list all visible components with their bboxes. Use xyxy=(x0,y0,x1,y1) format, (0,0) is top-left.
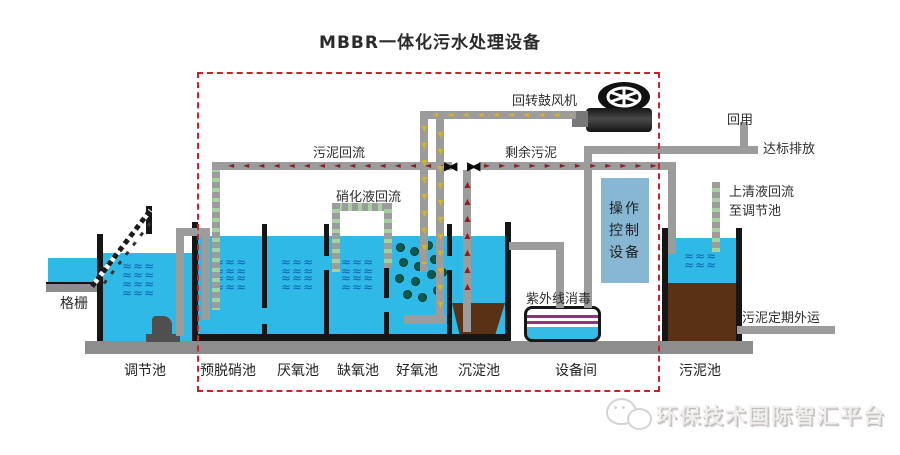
nitrified-return-right-leg xyxy=(384,203,392,268)
mbbr-media-icon xyxy=(403,290,412,299)
mbbr-media-icon xyxy=(396,243,405,252)
clarifier-outlet-pipe xyxy=(509,242,564,250)
lift-pump-base xyxy=(146,334,180,342)
inlet-channel-water xyxy=(48,258,98,282)
divider-1-lower xyxy=(262,324,267,334)
divider-4-lower xyxy=(447,270,452,334)
nitrified-return-label: 硝化液回流 xyxy=(336,190,402,205)
diagram-title: MBBR一体化污水处理设备 xyxy=(319,33,541,53)
basin-floor xyxy=(192,334,511,341)
nitrified-return-left-leg xyxy=(332,203,340,272)
supernatant-return-pipe xyxy=(712,182,720,252)
eq-tank-left-wall xyxy=(97,234,103,341)
mbbr-media-icon xyxy=(399,258,408,267)
reuse-label: 回用 xyxy=(727,113,754,128)
divider-4-upper xyxy=(447,224,452,256)
discharge-pipe xyxy=(584,146,758,154)
tank-label-equipment-room: 设备间 xyxy=(555,363,597,379)
mbbr-media-icon xyxy=(418,293,427,302)
sludge-return-pipe xyxy=(212,162,452,170)
air-header-pipe xyxy=(420,111,576,119)
blower-fan-icon xyxy=(596,80,652,116)
uv-outlet-riser-pipe xyxy=(584,152,592,308)
control-cabinet-text: 控制 xyxy=(609,222,641,239)
watermark-text: 环保技术国际智汇平台 xyxy=(656,404,886,428)
blower-body xyxy=(586,108,652,132)
air-diffuser-icon xyxy=(404,315,446,324)
uv-disinfection-unit xyxy=(524,306,601,342)
wave-icon xyxy=(122,280,155,298)
tank-label-anoxic: 缺氧池 xyxy=(337,363,379,379)
discharge-label: 达标排放 xyxy=(763,142,816,157)
pump-riser-pipe xyxy=(176,230,184,336)
excess-sludge-pipe xyxy=(479,162,676,170)
sludge-return-drop-pipe xyxy=(212,162,220,310)
sludge-return-label: 污泥回流 xyxy=(313,146,366,161)
control-cabinet-text: 设备 xyxy=(609,244,641,261)
uv-label: 紫外线消毒 xyxy=(526,292,592,307)
sludge-haul-pipe xyxy=(737,326,835,334)
wave-icon xyxy=(341,274,374,292)
blower-label: 回转鼓风机 xyxy=(512,94,578,109)
supernatant-label-1: 上清液回流 xyxy=(729,185,795,200)
air-drop-pipe-1 xyxy=(420,111,428,272)
divider-2-upper xyxy=(324,224,329,256)
lift-pump-icon xyxy=(152,316,172,334)
wave-icon xyxy=(684,252,717,270)
mbbr-media-icon xyxy=(395,274,404,283)
control-cabinet-text: 操作 xyxy=(609,200,641,217)
inlet-channel-sill xyxy=(46,282,100,292)
ground-slab xyxy=(85,341,753,354)
mbbr-media-icon xyxy=(411,277,420,286)
divider-1-upper xyxy=(262,224,267,308)
bowtie-valve-icon xyxy=(444,160,452,172)
mbbr-media-icon xyxy=(427,270,436,279)
wave-icon xyxy=(281,274,314,292)
sludge-tank-right-wall xyxy=(736,228,742,341)
pump-crossover-pipe xyxy=(176,228,210,236)
excess-sludge-label: 剩余污泥 xyxy=(505,146,558,161)
blower-nozzle xyxy=(572,111,588,127)
nitrified-return-top-pipe xyxy=(332,203,392,211)
reuse-branch-pipe xyxy=(740,122,748,150)
tank-label-equalization: 调节池 xyxy=(124,363,166,379)
tank-label-sludge-tank: 污泥池 xyxy=(679,363,721,379)
uv-inlet-drop-pipe xyxy=(556,242,564,308)
sludge-tank-sludge xyxy=(668,283,736,341)
basin-left-wall xyxy=(192,222,198,341)
clarifier-sludge-hopper xyxy=(452,303,505,334)
clarifier-suction-pipe xyxy=(463,170,471,332)
control-cabinet: 操作 控制 设备 xyxy=(601,178,649,283)
sludge-tank-left-wall xyxy=(662,228,668,341)
divider-3-lower xyxy=(384,312,389,334)
mbbr-media-icon xyxy=(410,247,419,256)
supernatant-label-2: 至调节池 xyxy=(729,204,782,219)
sludge-haul-label: 污泥定期外运 xyxy=(742,311,821,326)
pump-drop-pipe xyxy=(202,236,210,320)
wechat-bubbles-icon xyxy=(606,398,652,434)
tank-label-clarifier: 沉淀池 xyxy=(458,363,500,379)
air-drop-pipe-2 xyxy=(436,119,444,318)
tank-label-aerobic: 好氧池 xyxy=(396,363,438,379)
tank-label-predenitrification: 预脱硝池 xyxy=(200,363,256,379)
screen-label: 格栅 xyxy=(60,296,88,312)
bowtie-valve-icon xyxy=(467,160,475,172)
tank-label-anaerobic: 厌氧池 xyxy=(277,363,319,379)
basin-right-wall xyxy=(505,222,511,341)
excess-sludge-drop-pipe xyxy=(668,162,676,254)
divider-2-lower xyxy=(324,270,329,334)
